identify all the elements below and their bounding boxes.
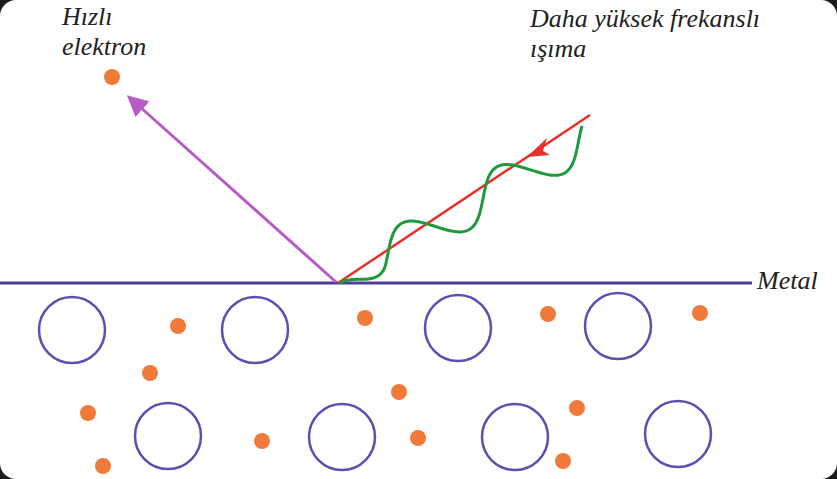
electron-path-arrow: [130, 98, 336, 282]
metal-label: Metal: [757, 266, 833, 296]
electron-label: Hızlı elektron: [62, 2, 182, 62]
metal-surface: [0, 282, 752, 285]
radiation-wave: [340, 126, 582, 283]
radiation-ray: [338, 115, 590, 283]
free-electrons: [80, 305, 708, 474]
radiation-label: Daha yüksek frekanslı ışıma: [530, 4, 800, 64]
metal-ions: [39, 293, 711, 470]
fast-electron: [104, 69, 120, 85]
radiation-arrowhead: [527, 138, 550, 157]
